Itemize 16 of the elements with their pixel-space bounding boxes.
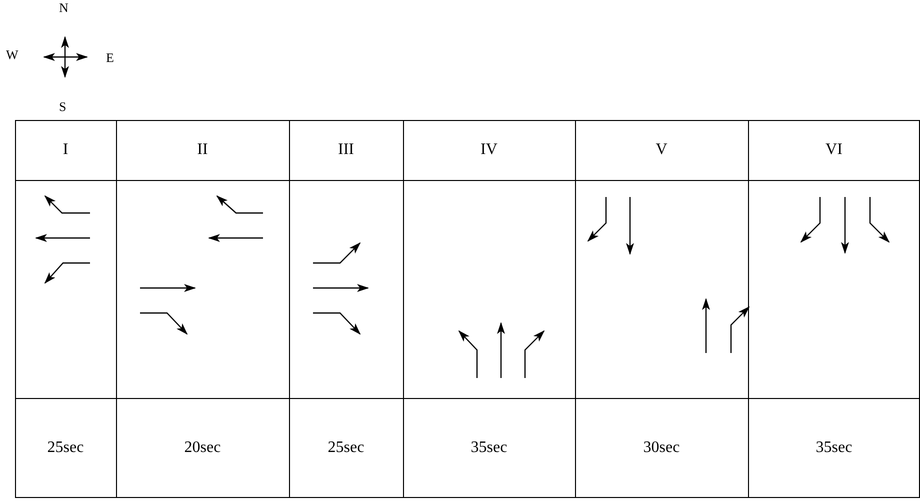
phase-number: III — [338, 140, 354, 160]
phase-duration: 25sec — [47, 438, 84, 458]
phase-number: IV — [480, 140, 498, 160]
compass-letter: N — [59, 1, 68, 14]
compass-letter: E — [106, 51, 114, 64]
phase-duration: 25sec — [328, 438, 364, 458]
phase-duration: 35sec — [470, 438, 508, 458]
phase-duration: 30sec — [643, 438, 680, 458]
phase-number: I — [62, 140, 68, 160]
phase-duration: 20sec — [184, 438, 221, 458]
phase-duration: 35sec — [816, 438, 852, 458]
phase-number: V — [656, 140, 668, 160]
compass-letter: W — [6, 48, 18, 61]
phase-number: II — [197, 140, 208, 160]
compass-letter: S — [59, 100, 66, 113]
phase-number: VI — [826, 140, 842, 160]
